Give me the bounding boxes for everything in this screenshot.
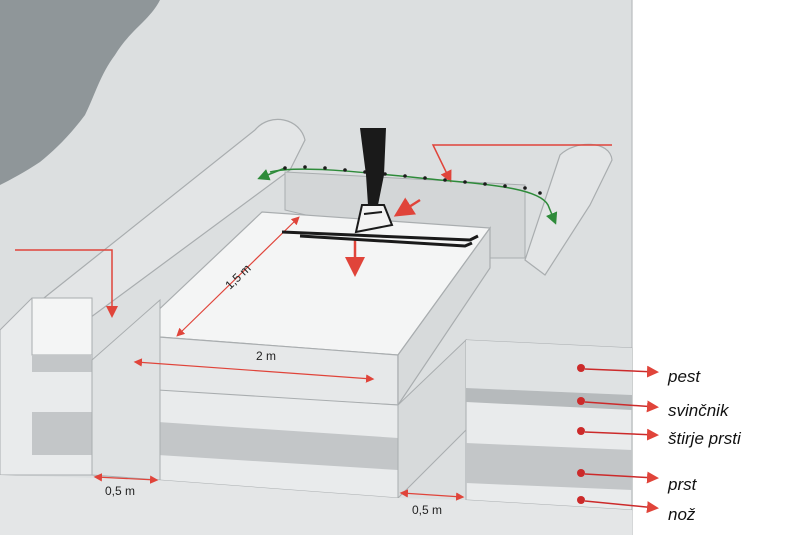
- green-path-dots: [283, 165, 542, 195]
- red-arrow-diagonal: [393, 197, 421, 217]
- dim-line-width: [133, 358, 375, 383]
- green-path: [269, 168, 558, 225]
- dim-line-gap-left: [93, 473, 159, 484]
- legend-panel: [632, 0, 789, 535]
- mountain-silhouette: [0, 0, 160, 185]
- green-arrow-left: [257, 167, 286, 181]
- block-side: [397, 226, 491, 407]
- red-arrow-right: [431, 144, 612, 183]
- legend-label-noz: nož: [668, 505, 696, 524]
- dim-label-gap-left: 0,5 m: [105, 484, 135, 498]
- legend-label-svincnik: svinčnik: [668, 401, 730, 420]
- dim-label-width: 2 m: [256, 349, 276, 363]
- left-pillar-top: [31, 297, 93, 356]
- ground: [0, 475, 632, 535]
- dim-label-gap-right: 0,5 m: [412, 503, 442, 517]
- legend-label-pest: pest: [667, 367, 701, 386]
- base-dark-layer: [158, 422, 398, 470]
- skier-leg-icon: [281, 128, 479, 248]
- legend-pointers: [577, 364, 659, 514]
- dim-line-gap-right: [399, 489, 465, 501]
- red-arrow-left: [15, 249, 118, 318]
- left-pillar-layer-2: [32, 412, 92, 455]
- left-connector: [91, 298, 161, 481]
- right-layer-2: [466, 388, 632, 410]
- legend-label-prst: prst: [667, 475, 698, 494]
- right-layer-3: [466, 443, 632, 490]
- right-layer-1: [466, 340, 632, 395]
- legend-label-stirje-prsti: štirje prsti: [668, 429, 742, 448]
- left-ridge: [8, 118, 306, 341]
- dim-line-length: [176, 216, 300, 337]
- left-pillar-layer-1: [32, 355, 92, 372]
